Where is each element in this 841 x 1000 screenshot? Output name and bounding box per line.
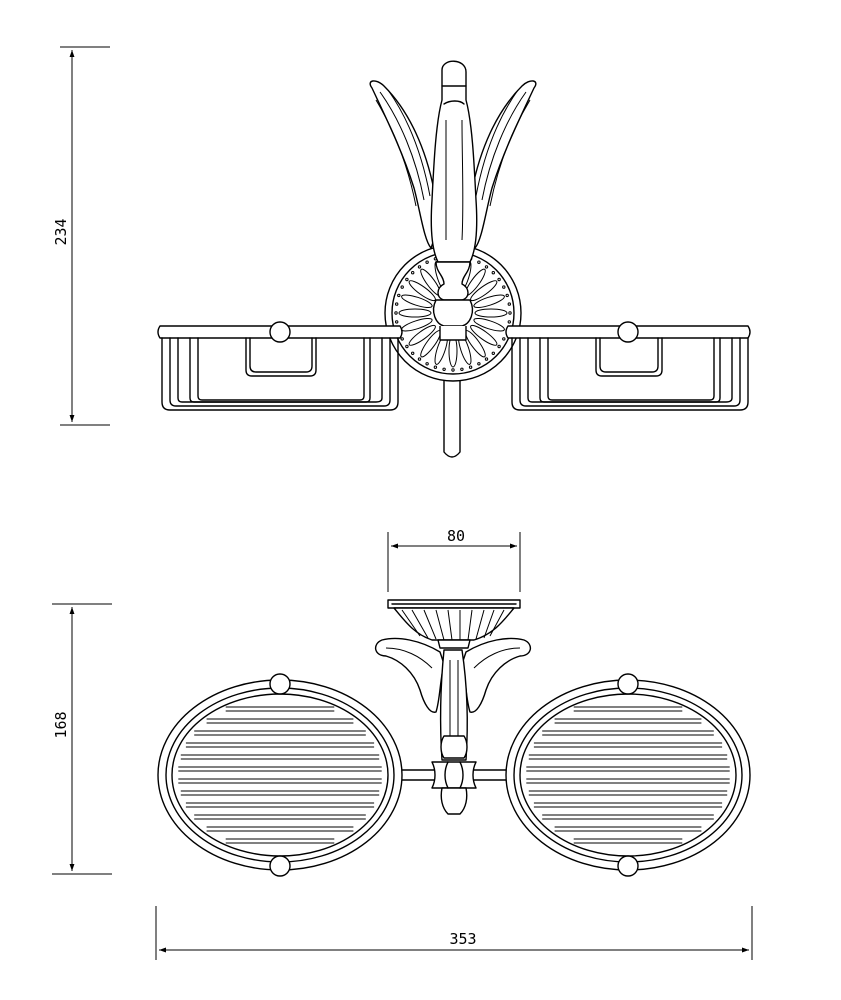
dimension-height-front: 234	[52, 46, 110, 426]
dimension-label-234: 234	[52, 218, 70, 245]
right-soap-dish	[505, 673, 751, 877]
dimension-height-top: 168	[52, 603, 112, 875]
front-view	[157, 60, 751, 458]
dimension-label-353: 353	[449, 930, 476, 948]
top-neck	[440, 649, 468, 761]
swan-neck	[430, 60, 478, 263]
wall-mount-cup	[387, 599, 521, 649]
dimension-width-mount: 80	[387, 527, 521, 592]
dimension-label-80: 80	[447, 527, 465, 545]
top-collar	[431, 761, 477, 815]
left-basket	[157, 321, 403, 411]
right-wing	[469, 80, 537, 249]
left-wing	[369, 80, 437, 249]
dimension-label-168: 168	[52, 711, 70, 738]
right-basket	[505, 321, 751, 411]
front-collar	[432, 261, 474, 341]
left-soap-dish	[157, 673, 403, 877]
dimension-width-total: 353	[155, 906, 753, 960]
top-wings	[375, 637, 531, 713]
top-view	[157, 599, 751, 877]
